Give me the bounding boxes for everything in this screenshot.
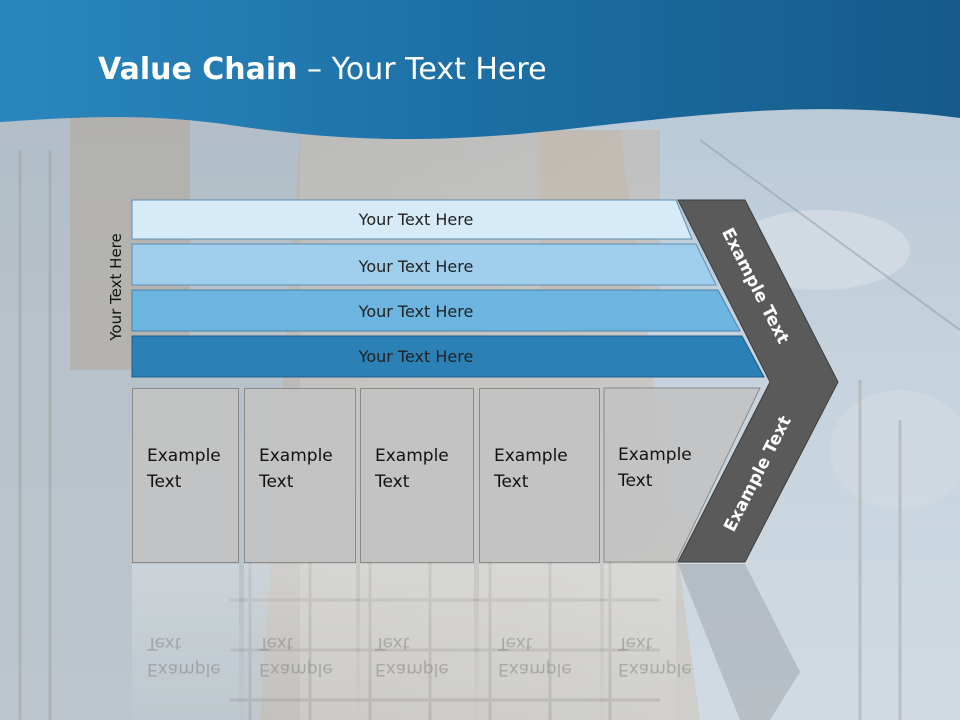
bar-4-label: Your Text Here — [358, 347, 474, 366]
box-3-line2: Text — [375, 472, 410, 492]
bar-3[interactable] — [131, 289, 741, 332]
box-2-line1: Example — [259, 446, 333, 466]
bar-1[interactable] — [131, 199, 693, 240]
bar-3-label: Your Text Here — [358, 302, 474, 321]
box-1-line1: Example — [147, 446, 221, 466]
chevron-arrow[interactable] — [677, 199, 839, 563]
title-bold: Value Chain — [98, 52, 298, 87]
box-3-line1: Example — [375, 446, 449, 466]
box-5-line2: Text — [618, 471, 653, 491]
title-rest: – Your Text Here — [297, 52, 547, 87]
page-title: Value Chain – Your Text Here — [98, 52, 547, 87]
box-5-line1: Example — [618, 445, 692, 465]
bar-1-label: Your Text Here — [358, 210, 474, 229]
box-2-line2: Text — [259, 472, 294, 492]
bar-2-label: Your Text Here — [358, 257, 474, 276]
box-4-line2: Text — [494, 472, 529, 492]
box-4-line1: Example — [494, 446, 568, 466]
box-1-line2: Text — [147, 472, 182, 492]
bar-4[interactable] — [131, 335, 765, 378]
bar-2[interactable] — [131, 243, 717, 286]
box-5-shape — [603, 387, 761, 563]
